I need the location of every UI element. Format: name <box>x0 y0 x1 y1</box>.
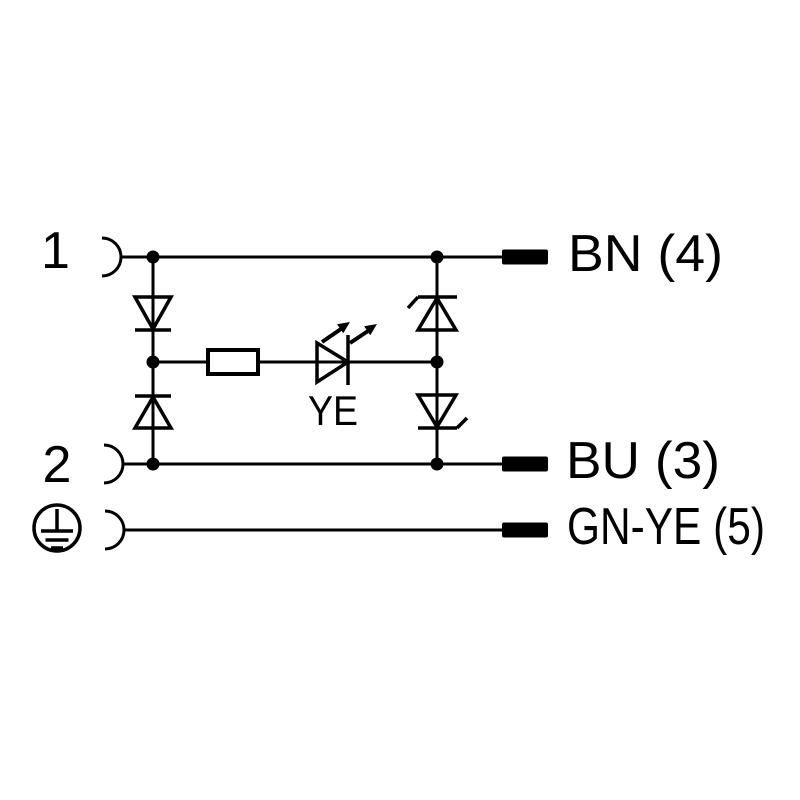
pin-1-contact-arc <box>101 236 123 278</box>
junction-dot <box>146 355 160 369</box>
pin-1-label: 1 <box>41 222 70 280</box>
ferrule-bu <box>502 456 548 472</box>
resistor-symbol <box>206 348 260 376</box>
led-symbol <box>315 322 377 386</box>
ferrule-gnye <box>502 522 548 538</box>
diode-bottom-left <box>131 393 175 430</box>
junction-dot <box>430 250 444 264</box>
diode-top-left <box>132 295 174 333</box>
suppressor-diode-bottom-right <box>414 393 469 431</box>
suppressor-diode-top-right <box>406 294 460 332</box>
pe-contact-arc <box>104 509 126 551</box>
junction-dot <box>146 457 160 471</box>
junction-dot <box>430 355 444 369</box>
pin-2-label: 2 <box>43 436 72 494</box>
wire-label-gnye: GN-YE (5) <box>567 498 765 556</box>
wire-label-bn: BN (4) <box>568 225 723 283</box>
wire-label-bu: BU (3) <box>566 432 720 490</box>
led-color-label: YE <box>308 387 358 434</box>
protective-earth-icon <box>32 503 82 553</box>
junction-dot <box>146 250 160 264</box>
ferrule-bn <box>502 249 548 265</box>
pin-2-contact-arc <box>103 443 125 485</box>
led-light-arrows-icon <box>320 322 377 345</box>
junction-dot <box>430 457 444 471</box>
